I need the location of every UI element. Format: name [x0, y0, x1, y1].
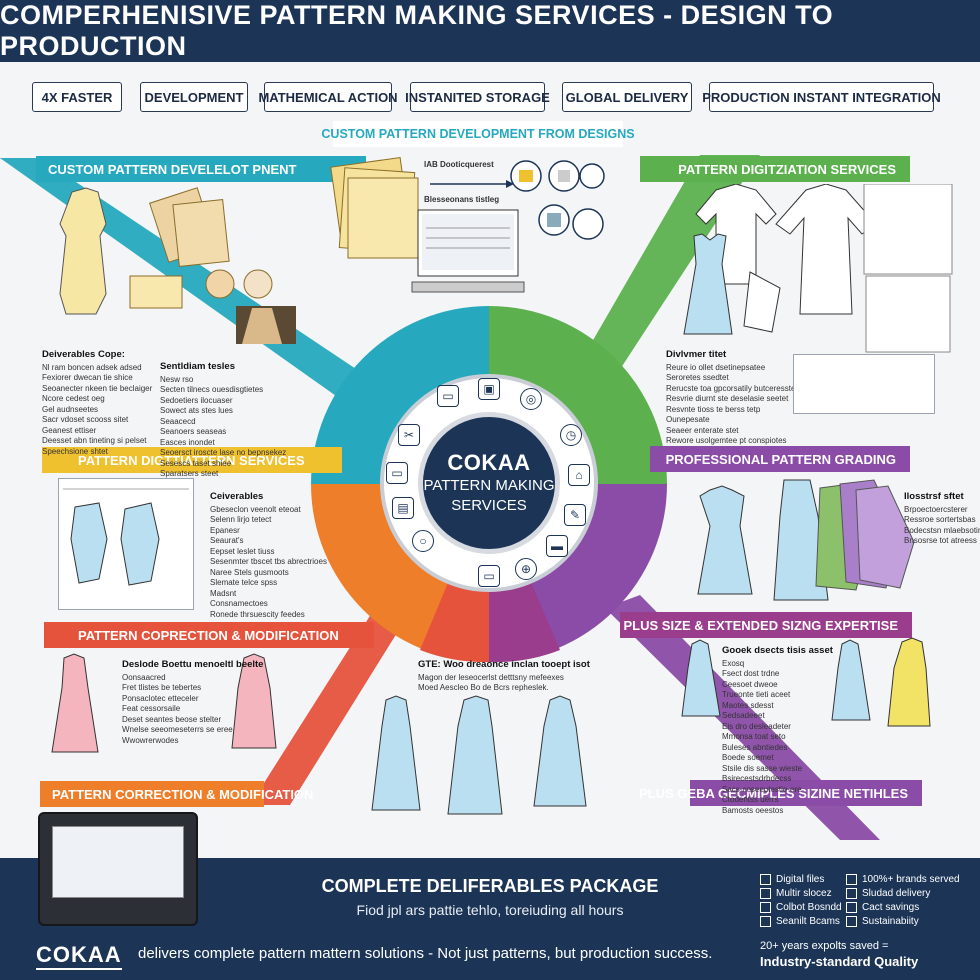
hub-line-2: PATTERN MAKING [423, 477, 555, 494]
hub-brand: COKAA [447, 450, 531, 475]
stat-seam: Seanilt Bcams [760, 914, 842, 928]
chip-mathematical-action: MATHEMICAL ACTION [258, 82, 398, 112]
lr-text-block: Gooek dsects tisis asset Exosq Fsect dos… [722, 645, 833, 815]
arm-purple [605, 595, 880, 840]
banner-grading: PROFESSIONAL PATTERN GRADING [650, 446, 910, 472]
grid-icon [760, 915, 771, 927]
globe-icon: ⊕ [515, 558, 537, 580]
monitor-icon: ▣ [478, 378, 500, 400]
stat-savings: Cact savings [846, 900, 960, 914]
folder-icon: ▬ [546, 535, 568, 557]
page-title: COMPERHENISIVE PATTERN MAKING SERVICES -… [0, 0, 834, 61]
custom-pattern-illustration [59, 187, 296, 344]
footer-stats-right: 100%+ brands served Sludad delivery Cact… [846, 872, 960, 928]
footer-subtitle: Fiod jpl ars pattie tehlo, toreiuding al… [356, 902, 624, 918]
mr-text-block: Ilosstrsf sftet Brpoectoercsterer Ressro… [904, 491, 980, 545]
monitor-icon: ▭ [478, 565, 500, 587]
spec-table-panel [793, 354, 935, 414]
pattern-pieces-illustration [63, 488, 189, 586]
footer-quality: Industry-standard Quality [760, 954, 919, 969]
correction-illustration [51, 653, 277, 753]
footer-title: COMPLETE DELIFERABLES PACKAGE [321, 876, 659, 896]
stat-brands: 100%+ brands served [846, 872, 960, 886]
scissors-icon: ✂ [398, 424, 420, 446]
banner-plus-size: PLUS SIZE & EXTENDED SIZNG EXPERTISE [620, 612, 912, 638]
banner-digitization: PATTERN DIGITZIATION SERVICES [640, 156, 910, 182]
leaf-icon [846, 915, 857, 927]
lc-text-block: GTE: Woo dreaonce inclan tooept isot Mag… [418, 659, 590, 692]
monitor-icon: ▭ [386, 462, 408, 484]
footer-tagline: delivers complete pattern mattern soluti… [138, 945, 713, 962]
grid-icon [760, 887, 771, 899]
digitization-illustration [683, 184, 953, 353]
banner-plus-sizine: PLUS GEBA GECMIPLES SIZINE NETIHLES [639, 780, 922, 806]
dollar-icon [846, 901, 857, 913]
tl-standard-block: Sentldiam tesles Nesw rso Secten tilnecs… [160, 361, 287, 478]
stat-multi-sizes: Multir slocez [760, 886, 842, 900]
plus-size-illustration [681, 637, 931, 727]
banner-top-center: CUSTOM PATTERN DEVELOPMENT FROM DESIGNS [321, 121, 635, 147]
banner-correction-2: PATTERN CORRECTION & MODIFICATION [40, 781, 313, 807]
arm-red [250, 600, 410, 805]
target-icon: ◎ [520, 388, 542, 410]
chip-development: DEVELOPMENT [140, 82, 248, 112]
document-icon: ▤ [392, 497, 414, 519]
footer-years: 20+ years expolts saved = [760, 940, 889, 952]
digitization-screen-panel [58, 478, 194, 610]
banner-correction-1: PATTERN COPRECTION & MODIFICATION [44, 622, 374, 648]
clock-icon [846, 887, 857, 899]
tl-deliverables-block: Deiverables Cope: Nl ram boncen adsek ad… [42, 349, 153, 456]
chip-storage: INSTANITED STORAGE [405, 82, 550, 112]
design-to-digital-illustration [330, 156, 605, 293]
file-icon [760, 873, 771, 885]
record-icon: ○ [412, 530, 434, 552]
chip-production-integration: PRODUCTION INSTANT INTEGRATION [702, 82, 941, 112]
stat-sustainability: Sustainabiity [846, 914, 960, 928]
central-hub: COKAA PATTERN MAKING SERVICES [418, 412, 560, 554]
grading-illustration [697, 479, 915, 601]
stat-delivery: Sludad delivery [846, 886, 960, 900]
fitting-dresses-illustration [371, 695, 587, 815]
banner-custom-pattern: CUSTOM PATTERN DEVELELOT PNENT [36, 156, 366, 182]
clock-icon: ◷ [560, 424, 582, 446]
stat-color-bound: Colbot Bosndd [760, 900, 842, 914]
chip-faster: 4X FASTER [32, 82, 122, 112]
edit-icon: ✎ [564, 504, 586, 526]
laptop-screen [52, 826, 184, 898]
home-icon: ⌂ [568, 464, 590, 486]
footer-brand: COKAA [36, 942, 122, 970]
top-center-label-a: IAB Dooticquerest [424, 160, 494, 169]
hub-line-3: SERVICES [451, 497, 527, 514]
stat-digital-files: Digital files [760, 872, 842, 886]
ll-text-block: Deslode Boettu menoeltl beelte Oonsaacre… [122, 659, 264, 745]
monitor-icon: ▭ [437, 385, 459, 407]
page-header: COMPERHENISIVE PATTERN MAKING SERVICES -… [0, 0, 980, 62]
ml-deliverables-block: Ceiverables Gbeseclon veenolt eteoat Sel… [210, 491, 327, 619]
check-icon [760, 901, 771, 913]
banner-pattern-digitization: PATTERN DIGTTIATTERN SERVICES [42, 447, 342, 473]
top-center-label-b: Blesseonans tistleg [424, 195, 500, 204]
footer-stats-left: Digital files Multir slocez Colbot Bosnd… [760, 872, 842, 928]
tr-deliverables-block: Divlvmer titet Reure io ollet dsetinepsa… [666, 349, 796, 445]
shield-icon [846, 873, 857, 885]
laptop-illustration [38, 812, 198, 926]
chip-global-delivery: GLOBAL DELIVERY [562, 82, 692, 112]
